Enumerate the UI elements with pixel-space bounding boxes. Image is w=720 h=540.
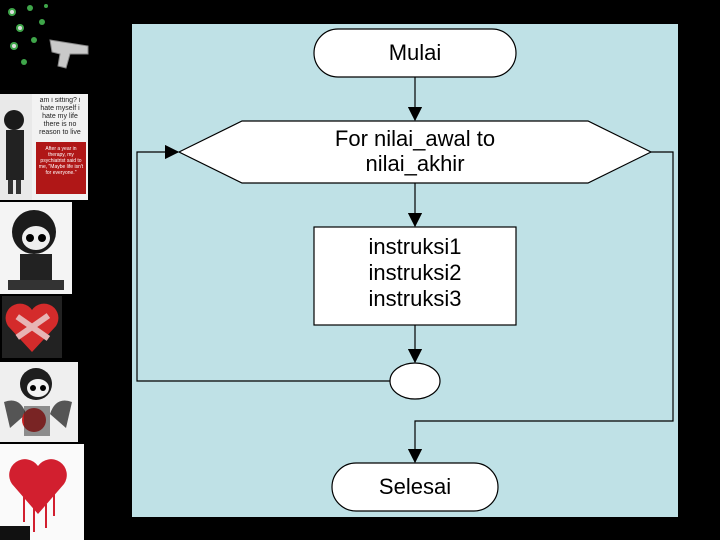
bleeding-heart-image [0, 444, 92, 540]
flowchart-canvas: Mulai For nilai_awal to nilai_akhir inst… [132, 24, 678, 517]
meme-caption: After a year in therapy, my psychiatrist… [37, 146, 85, 194]
connector-circle [390, 363, 440, 399]
skulls-and-gun-image [0, 0, 92, 92]
meme-text: am i sitting? i hate myself i hate my li… [34, 97, 86, 139]
instruction-3: instruksi3 [314, 286, 516, 311]
emo-boy-image [0, 202, 92, 294]
loop-label-line2: nilai_akhir [242, 151, 588, 176]
start-label: Mulai [314, 40, 516, 65]
taped-heart-image [0, 296, 92, 362]
instruction-1: instruksi1 [314, 234, 516, 259]
instruction-2: instruksi2 [314, 260, 516, 285]
loop-label-line1: For nilai_awal to [242, 126, 588, 151]
end-label: Selesai [332, 474, 498, 499]
emo-heart-boy-image [0, 362, 92, 442]
decorative-sidebar: am i sitting? i hate myself i hate my li… [0, 0, 92, 540]
